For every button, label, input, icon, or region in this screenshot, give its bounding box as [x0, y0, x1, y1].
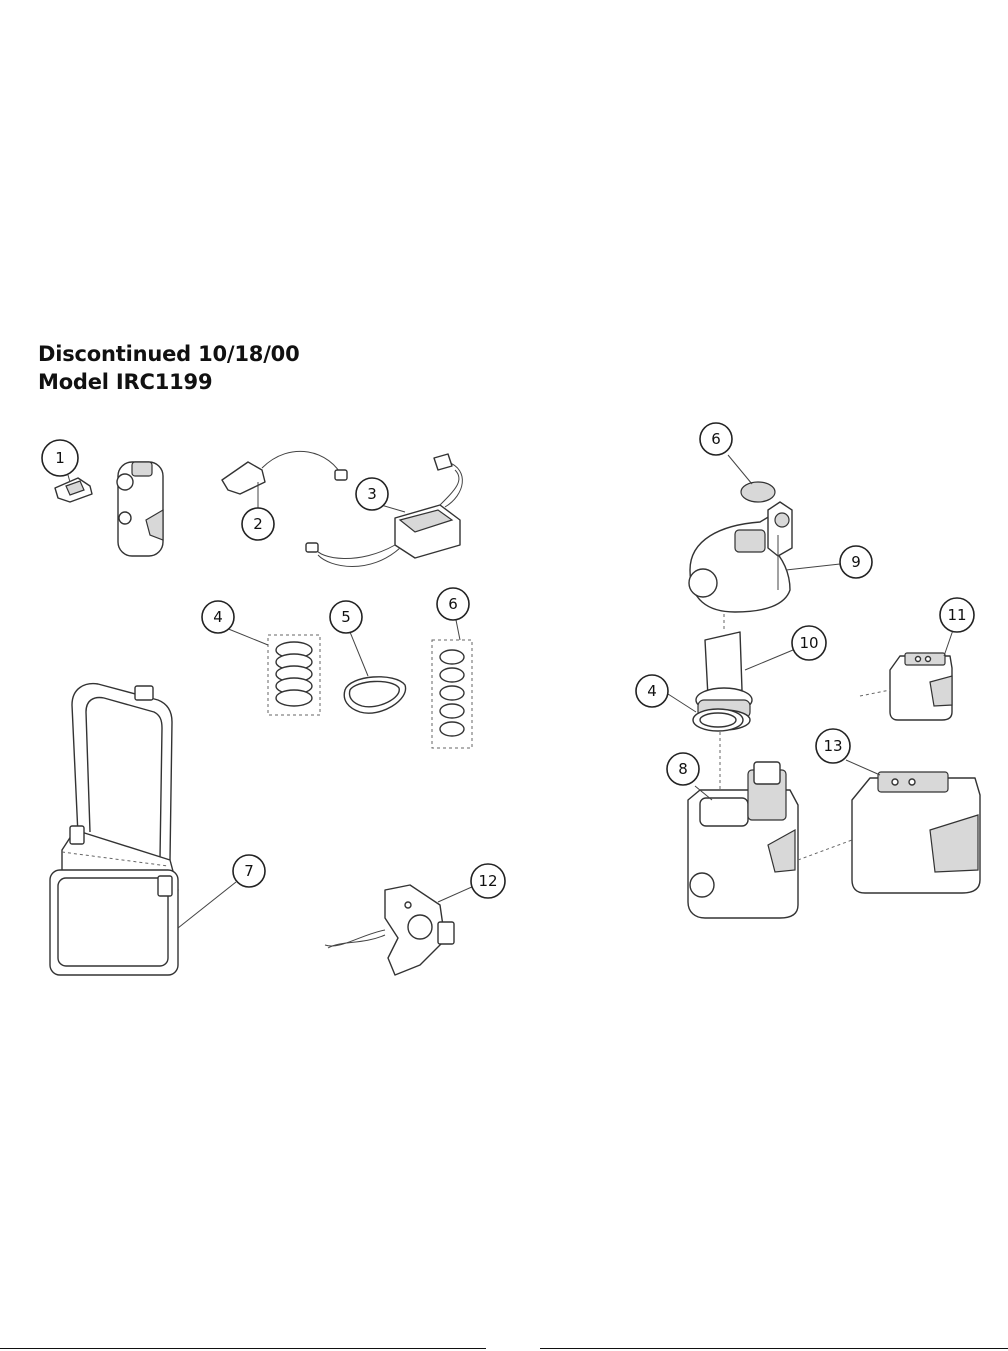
svg-text:11: 11: [947, 606, 966, 624]
callout-5: 5: [329, 600, 363, 634]
part-4-seal-set: [267, 634, 321, 716]
part-1-clip: [54, 477, 93, 503]
callout-3: 3: [355, 477, 389, 511]
svg-text:10: 10: [799, 634, 818, 652]
svg-text:2: 2: [253, 515, 263, 533]
svg-text:9: 9: [851, 553, 861, 571]
svg-text:4: 4: [647, 682, 657, 700]
part-4-seal: [692, 708, 744, 732]
svg-text:4: 4: [213, 608, 223, 626]
svg-text:8: 8: [678, 760, 688, 778]
callout-4-right: 4: [635, 674, 669, 708]
callout-6-right: 6: [699, 422, 733, 456]
callout-13: 13: [815, 728, 851, 764]
footer-rule-right: [540, 1348, 1008, 1349]
part-3-ac-adapter: [305, 453, 463, 567]
callout-7: 7: [232, 854, 266, 888]
model-heading: Model IRC1199: [38, 370, 213, 394]
callout-4: 4: [201, 600, 235, 634]
callout-2: 2: [241, 507, 275, 541]
callout-9: 9: [839, 545, 873, 579]
svg-text:6: 6: [711, 430, 721, 448]
footer-rule-left: [0, 1348, 486, 1349]
nebulizer-unit-small: [116, 461, 164, 557]
leader-lines: [67, 454, 954, 929]
svg-text:6: 6: [448, 595, 458, 613]
callout-1: 1: [41, 439, 79, 477]
part-6-filter-set: [431, 639, 473, 749]
part-6-filter: [740, 481, 776, 503]
callout-12: 12: [470, 863, 506, 899]
part-11-battery-small: [889, 652, 953, 721]
svg-text:5: 5: [341, 608, 351, 626]
part-13-battery-large: [851, 771, 981, 894]
callout-11: 11: [939, 597, 975, 633]
part-8-base-unit: [687, 761, 799, 919]
svg-text:1: 1: [55, 449, 65, 467]
callout-6: 6: [436, 587, 470, 621]
status-heading: Discontinued 10/18/00: [38, 342, 300, 366]
part-12-mask: [324, 884, 455, 976]
svg-text:3: 3: [367, 485, 377, 503]
svg-text:12: 12: [478, 872, 497, 890]
part-7-carry-bag: [49, 682, 179, 976]
svg-text:7: 7: [244, 862, 254, 880]
part-9-top-housing: [688, 501, 793, 613]
svg-text:13: 13: [823, 737, 842, 755]
part-5-gasket: [343, 676, 407, 714]
callout-10: 10: [791, 625, 827, 661]
part-2-car-adapter: [221, 450, 348, 495]
callout-8: 8: [666, 752, 700, 786]
